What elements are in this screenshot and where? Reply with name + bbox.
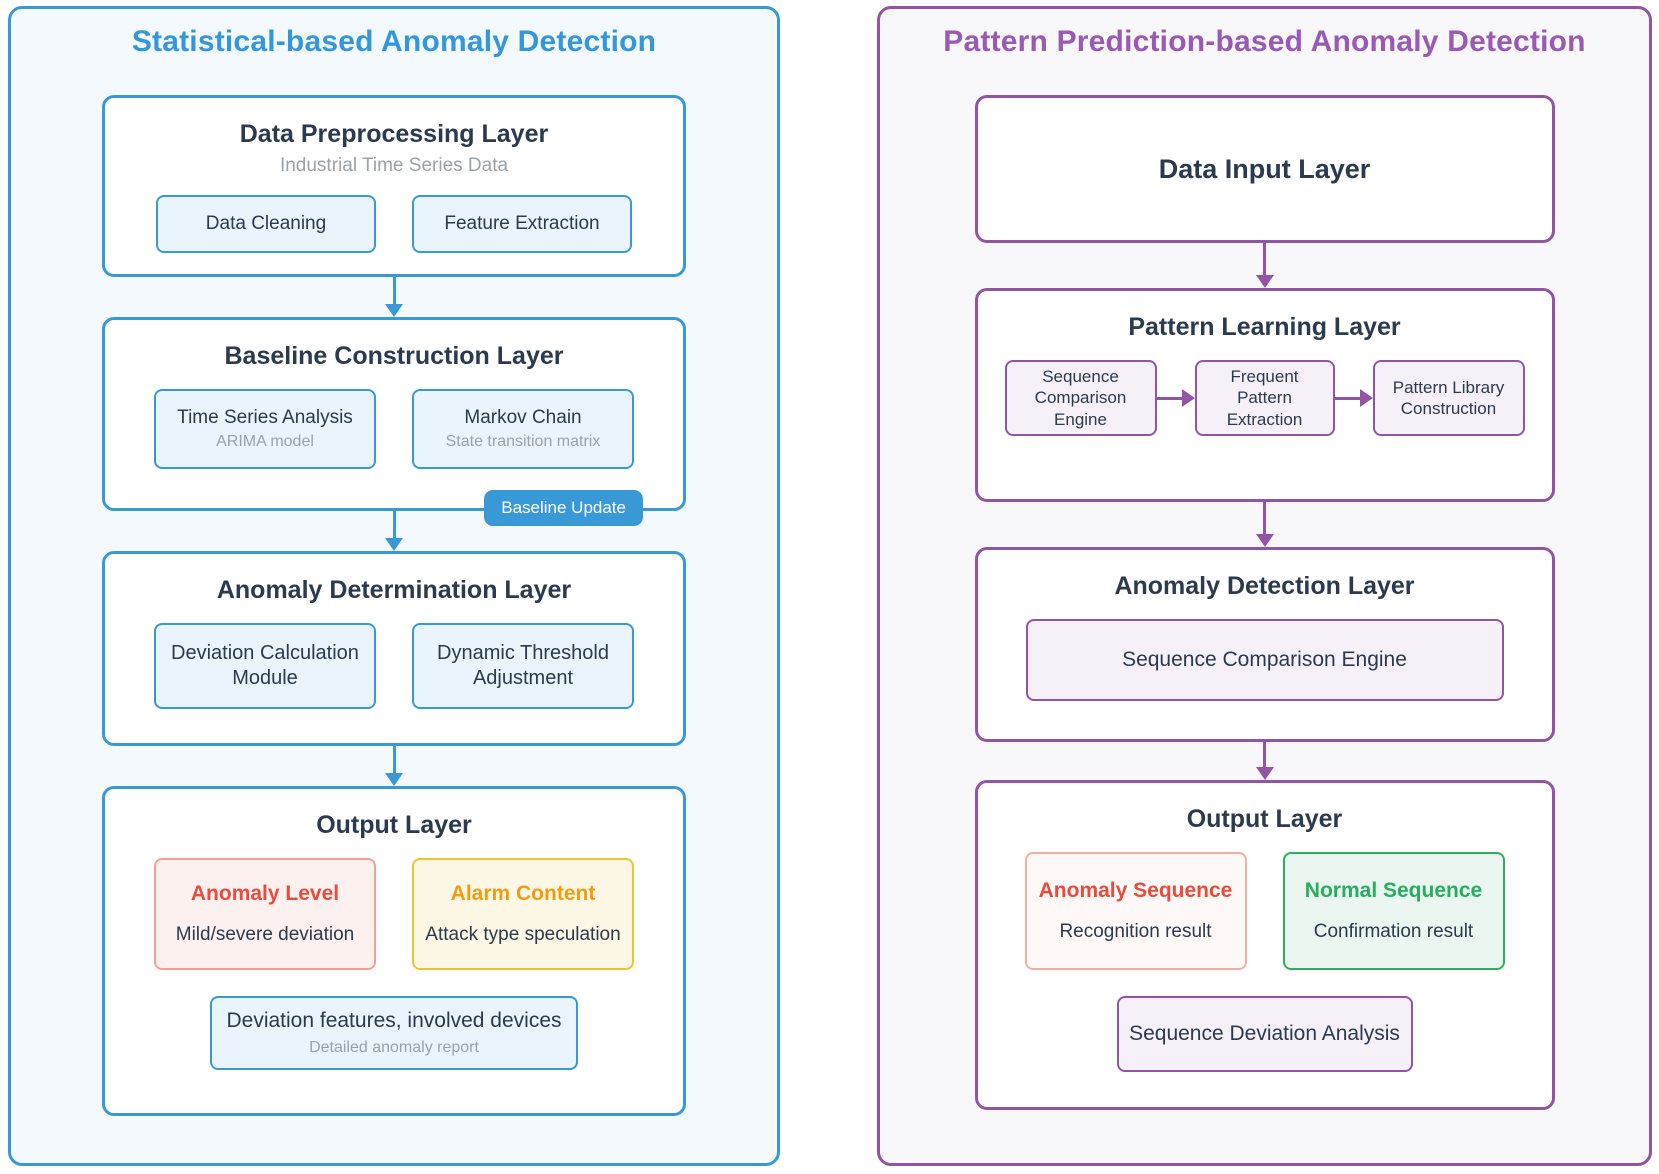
- time-series-analysis-node: Time Series Analysis ARIMA model: [154, 389, 376, 469]
- arrow-head: [1255, 534, 1274, 547]
- data-input-title: Data Input Layer: [1158, 153, 1371, 184]
- flow-arrow-down-icon: [1255, 243, 1274, 288]
- statistical-output-layer: Output Layer Anomaly Level Mild/severe d…: [102, 786, 686, 1116]
- pattern-learning-title: Pattern Learning Layer: [1128, 313, 1401, 341]
- preprocessing-chip-row: Data Cleaning Feature Extraction: [156, 195, 632, 253]
- pattern-output-layer: Output Layer Anomaly Sequence Recognitio…: [974, 780, 1555, 1110]
- arrow-head: [385, 538, 403, 551]
- data-cleaning-node: Data Cleaning: [156, 195, 376, 253]
- flow-arrow-down-icon: [1255, 742, 1274, 780]
- pattern-output-title: Output Layer: [1186, 805, 1343, 833]
- pattern-panel: Pattern Prediction-based Anomaly Detecti…: [877, 6, 1652, 1166]
- sequence-comparison-engine-node: Sequence Comparison Engine: [1025, 619, 1504, 701]
- statistical-panel: Statistical-based Anomaly Detection Data…: [8, 6, 780, 1166]
- learning-step-row: Sequence Comparison Engine Frequent Patt…: [1004, 360, 1525, 436]
- determination-chip-row: Deviation Calculation Module Dynamic Thr…: [154, 623, 634, 709]
- flow-arrow-right-icon: [1334, 389, 1373, 407]
- frequent-pattern-step-node: Frequent Pattern Extraction: [1194, 360, 1335, 436]
- alarm-content-sub: Attack type speculation: [425, 924, 621, 946]
- anomaly-determination-layer: Anomaly Determination Layer Deviation Ca…: [102, 551, 686, 746]
- statistical-panel-body: Data Preprocessing Layer Industrial Time…: [11, 95, 777, 1116]
- markov-chain-label: Markov Chain: [464, 406, 582, 428]
- alarm-content-label: Alarm Content: [450, 882, 596, 905]
- feature-extraction-node: Feature Extraction: [412, 195, 632, 253]
- arrow-head: [385, 773, 403, 786]
- sequence-deviation-analysis-node: Sequence Deviation Analysis: [1116, 996, 1413, 1072]
- statistical-panel-title: Statistical-based Anomaly Detection: [131, 25, 657, 58]
- baseline-update-badge: Baseline Update: [484, 490, 643, 526]
- state-transition-matrix-label: State transition matrix: [445, 433, 601, 451]
- pattern-learning-layer: Pattern Learning Layer Sequence Comparis…: [974, 288, 1555, 502]
- pattern-library-step-node: Pattern Library Construction: [1372, 360, 1525, 436]
- anomaly-report-label: Deviation features, involved devices: [226, 1009, 562, 1033]
- dynamic-threshold-node: Dynamic Threshold Adjustment: [412, 623, 634, 709]
- pattern-panel-title: Pattern Prediction-based Anomaly Detecti…: [943, 25, 1586, 58]
- statistical-output-chip-row: Anomaly Level Mild/severe deviation Alar…: [154, 858, 634, 970]
- arima-model-label: ARIMA model: [216, 433, 314, 451]
- arrow-head: [1255, 275, 1274, 288]
- statistical-output-title: Output Layer: [316, 811, 472, 839]
- normal-sequence-label: Normal Sequence: [1304, 879, 1483, 902]
- arrow-stem: [1263, 502, 1266, 534]
- anomaly-determination-title: Anomaly Determination Layer: [216, 576, 572, 604]
- arrow-stem: [392, 277, 396, 304]
- data-preprocessing-layer: Data Preprocessing Layer Industrial Time…: [102, 95, 686, 277]
- anomaly-sequence-node: Anomaly Sequence Recognition result: [1024, 852, 1247, 970]
- arrow-stem: [392, 746, 396, 773]
- anomaly-report-node: Deviation features, involved devices Det…: [210, 996, 578, 1070]
- data-preprocessing-title: Data Preprocessing Layer: [239, 120, 549, 148]
- arrow-head: [1181, 389, 1195, 407]
- deviation-calculation-node: Deviation Calculation Module: [154, 623, 376, 709]
- normal-sequence-node: Normal Sequence Confirmation result: [1282, 852, 1505, 970]
- flow-arrow-right-icon: [1156, 389, 1195, 407]
- anomaly-report-sub: Detailed anomaly report: [309, 1038, 479, 1056]
- baseline-chip-row: Time Series Analysis ARIMA model Markov …: [154, 389, 634, 469]
- flow-arrow-down-icon: [385, 277, 403, 317]
- anomaly-level-node: Anomaly Level Mild/severe deviation: [154, 858, 376, 970]
- pattern-output-chip-row: Anomaly Sequence Recognition result Norm…: [1024, 852, 1505, 970]
- arrow-head: [1255, 767, 1274, 780]
- arrow-stem: [1156, 396, 1182, 400]
- markov-chain-node: Markov Chain State transition matrix: [412, 389, 634, 469]
- sequence-comparison-step-node: Sequence Comparison Engine: [1004, 360, 1157, 436]
- anomaly-sequence-sub: Recognition result: [1059, 921, 1212, 943]
- anomaly-level-sub: Mild/severe deviation: [175, 924, 355, 946]
- data-preprocessing-subtitle: Industrial Time Series Data: [279, 155, 509, 176]
- anomaly-sequence-label: Anomaly Sequence: [1038, 879, 1233, 902]
- flow-arrow-down-icon: [385, 746, 403, 786]
- alarm-content-node: Alarm Content Attack type speculation: [412, 858, 634, 970]
- anomaly-detection-title: Anomaly Detection Layer: [1114, 572, 1415, 600]
- data-input-layer: Data Input Layer: [974, 95, 1555, 243]
- arrow-stem: [1334, 396, 1360, 400]
- normal-sequence-sub: Confirmation result: [1313, 921, 1474, 943]
- arrow-head: [385, 304, 403, 317]
- pattern-panel-body: Data Input Layer Pattern Learning Layer …: [880, 95, 1649, 1110]
- flow-arrow-down-icon: [1255, 502, 1274, 547]
- detection-chip-row: Sequence Comparison Engine: [1025, 619, 1504, 701]
- baseline-construction-title: Baseline Construction Layer: [224, 342, 564, 370]
- anomaly-detection-layer: Anomaly Detection Layer Sequence Compari…: [974, 547, 1555, 742]
- arrow-stem: [1263, 243, 1266, 275]
- flow-arrow-down-icon: [385, 511, 403, 551]
- time-series-analysis-label: Time Series Analysis: [177, 406, 353, 428]
- baseline-construction-layer: Baseline Construction Layer Time Series …: [102, 317, 686, 526]
- arrow-stem: [1263, 742, 1266, 767]
- anomaly-level-label: Anomaly Level: [190, 882, 340, 905]
- arrow-stem: [392, 511, 396, 538]
- arrow-head: [1359, 389, 1373, 407]
